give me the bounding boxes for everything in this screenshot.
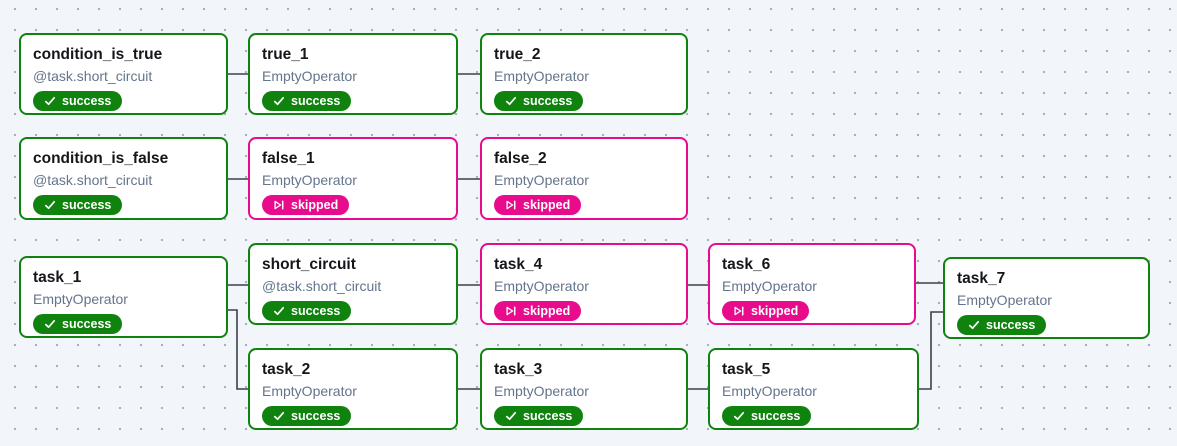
task-status-label: success [986, 318, 1036, 332]
task-node-operator: EmptyOperator [722, 278, 817, 294]
task-node-operator: @task.short_circuit [33, 68, 153, 84]
task-node-operator: EmptyOperator [722, 383, 817, 399]
task-status-label: success [523, 409, 573, 423]
task-status-badge: success [262, 301, 352, 321]
check-icon [44, 199, 56, 211]
task-node-title: task_6 [722, 256, 771, 273]
task-node-title: task_1 [33, 269, 82, 286]
check-icon [733, 410, 745, 422]
task-node-title: condition_is_false [33, 150, 169, 167]
task-status-badge: success [494, 406, 584, 426]
task-node-operator: EmptyOperator [33, 291, 128, 307]
task-node-title: task_7 [957, 270, 1006, 287]
check-icon [968, 319, 980, 331]
check-icon [505, 410, 517, 422]
task-status-badge: success [722, 406, 812, 426]
task-status-badge: success [33, 91, 123, 111]
check-icon [273, 95, 285, 107]
task-status-label: skipped [291, 198, 339, 212]
task-node-title: task_2 [262, 361, 311, 378]
task-status-badge: success [262, 406, 352, 426]
task-status-badge: skipped [494, 301, 582, 321]
task-status-badge: success [957, 315, 1047, 335]
task-status-badge: skipped [262, 195, 350, 215]
task-status-label: success [291, 304, 341, 318]
task-node-operator: EmptyOperator [957, 292, 1052, 308]
check-icon [273, 410, 285, 422]
check-icon [44, 318, 56, 330]
task-status-label: skipped [523, 304, 571, 318]
task-status-label: success [62, 317, 112, 331]
task-status-badge: skipped [722, 301, 810, 321]
check-icon [505, 95, 517, 107]
task-node-title: false_1 [262, 150, 315, 167]
task-status-label: success [291, 409, 341, 423]
task-node-title: short_circuit [262, 256, 356, 273]
task-node-operator: EmptyOperator [262, 68, 357, 84]
skip-forward-icon [505, 305, 517, 317]
skip-forward-icon [733, 305, 745, 317]
task-node-title: condition_is_true [33, 46, 163, 63]
task-node-title: true_2 [494, 46, 541, 63]
task-node-operator: EmptyOperator [494, 172, 589, 188]
task-status-badge: skipped [494, 195, 582, 215]
task-status-badge: success [494, 91, 584, 111]
task-node-operator: EmptyOperator [262, 172, 357, 188]
dag-edge-task_5-to-task_7 [919, 311, 943, 390]
task-node-title: task_5 [722, 361, 771, 378]
task-node-operator: @task.short_circuit [33, 172, 153, 188]
task-node-operator: EmptyOperator [262, 383, 357, 399]
task-node-operator: EmptyOperator [494, 383, 589, 399]
skip-forward-icon [505, 199, 517, 211]
task-status-badge: success [33, 195, 123, 215]
task-status-label: skipped [523, 198, 571, 212]
task-status-badge: success [262, 91, 352, 111]
task-node-operator: @task.short_circuit [262, 278, 382, 294]
task-status-label: success [291, 94, 341, 108]
task-node-title: false_2 [494, 150, 547, 167]
task-status-label: success [751, 409, 801, 423]
task-node-title: true_1 [262, 46, 309, 63]
task-node-operator: EmptyOperator [494, 68, 589, 84]
task-status-label: skipped [751, 304, 799, 318]
check-icon [273, 305, 285, 317]
task-status-label: success [62, 198, 112, 212]
task-status-label: success [62, 94, 112, 108]
check-icon [44, 95, 56, 107]
task-node-operator: EmptyOperator [494, 278, 589, 294]
task-status-label: success [523, 94, 573, 108]
skip-forward-icon [273, 199, 285, 211]
task-status-badge: success [33, 314, 123, 334]
dag-edge-task_1-to-task_2 [228, 309, 248, 390]
task-node-title: task_3 [494, 361, 543, 378]
task-node-title: task_4 [494, 256, 543, 273]
